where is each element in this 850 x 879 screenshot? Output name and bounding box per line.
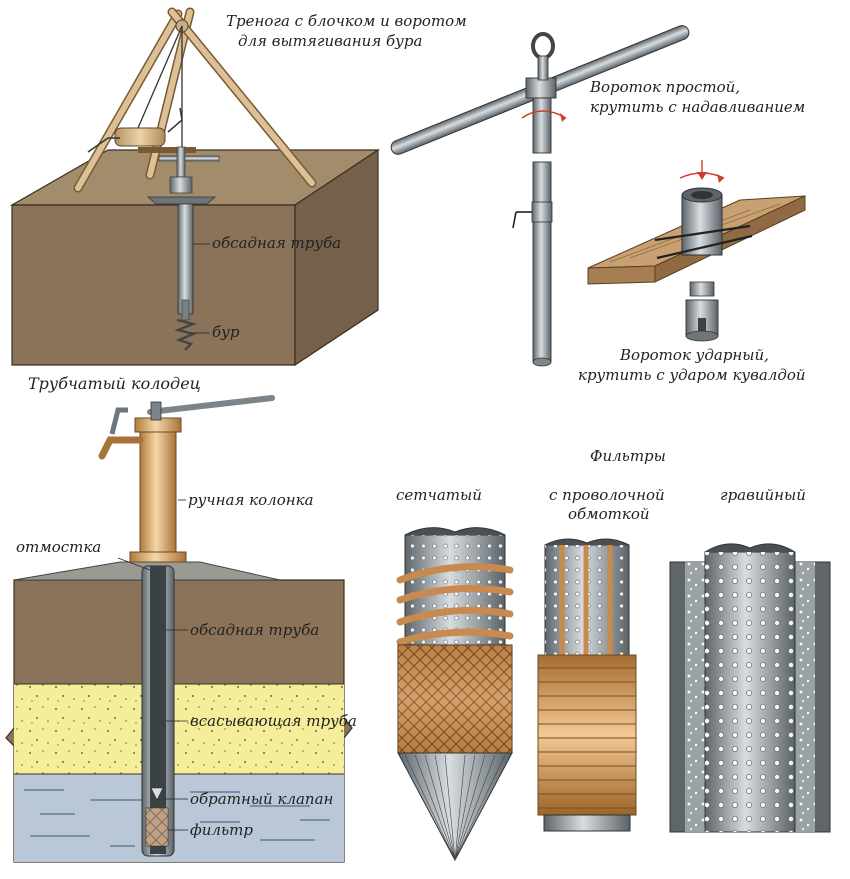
drilling-soil-block xyxy=(9,148,380,367)
label-tripod-line1: Тренога с блочком и воротом xyxy=(226,12,467,30)
label-suction-pipe: всасывающая труба xyxy=(190,712,357,730)
label-tripod-line2: для вытягивания бура xyxy=(238,32,423,50)
label-casing-bottom: обсадная труба xyxy=(190,621,320,639)
label-wire-line2: обмоткой xyxy=(568,505,650,523)
label-simple-line1: Вороток простой, xyxy=(590,78,741,96)
winch xyxy=(87,107,196,153)
label-wire-line1: с проволочной xyxy=(549,486,665,504)
label-check-valve: обратный клапан xyxy=(190,790,334,808)
label-filters-title: Фильтры xyxy=(590,447,666,465)
simple-wrench xyxy=(390,25,690,367)
label-blind-area: отмостка xyxy=(16,538,102,556)
label-impact-line1: Вороток ударный, xyxy=(620,346,769,364)
label-simple-line2: крутить с надавливанием xyxy=(590,98,806,116)
label-drill: бур xyxy=(212,323,240,341)
label-impact-line2: крутить с ударом кувалдой xyxy=(578,366,806,384)
gravel-filter xyxy=(669,543,831,833)
label-filter: фильтр xyxy=(190,821,253,839)
label-gravel: гравийный xyxy=(720,486,806,504)
hand-pump xyxy=(98,395,275,563)
label-mesh: сетчатый xyxy=(396,486,482,504)
label-tube-well: Трубчатый колодец xyxy=(28,374,201,393)
impact-wrench xyxy=(587,160,806,342)
mesh-filter xyxy=(396,527,514,862)
label-hand-pump: ручная колонка xyxy=(188,491,314,509)
leader-blind-area xyxy=(117,557,151,571)
label-casing-top: обсадная труба xyxy=(212,234,342,252)
top-drill-assembly xyxy=(146,146,220,351)
wire-wrap-filter xyxy=(537,538,637,832)
tube-well-pipe xyxy=(141,565,175,857)
